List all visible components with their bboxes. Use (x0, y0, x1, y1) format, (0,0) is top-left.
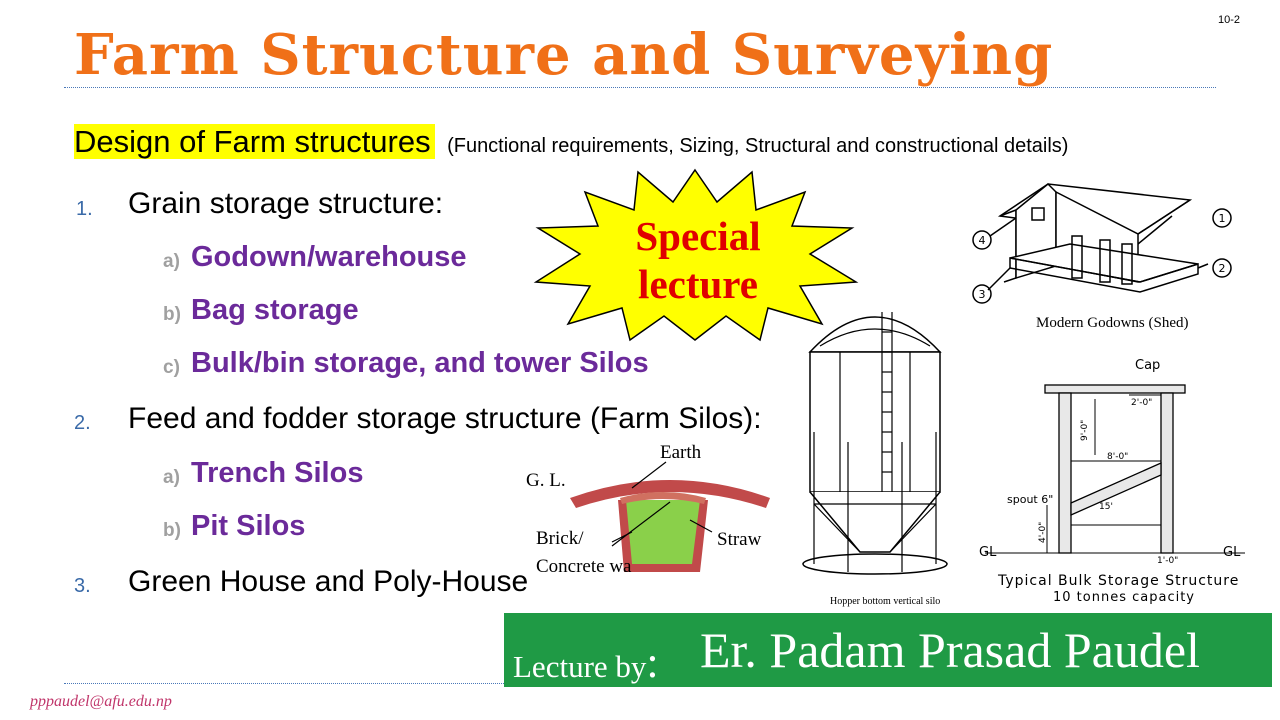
sub-letter: c) (163, 357, 180, 378)
trench-label-earth: Earth (660, 442, 702, 463)
sub-letter: b) (163, 520, 181, 541)
lecturer-banner (504, 613, 1272, 687)
slide-title: Farm Structure and Surveying (74, 22, 1054, 88)
sub-letter: a) (163, 251, 180, 272)
item-text: Green House and Poly-House (128, 565, 529, 598)
trench-label-concrete: Concrete wa (536, 556, 632, 577)
bulk-label-d6: 1'-0" (1157, 556, 1178, 566)
bulk-label-d1: 2'-0" (1131, 398, 1152, 408)
item-number: 1. (76, 198, 93, 220)
author-email: pppaudel@afu.edu.np (30, 693, 172, 710)
bulk-label-d5: 4'-0" (1038, 522, 1048, 543)
sub-item: Trench Silos (191, 457, 364, 489)
sub-item: Bag storage (191, 294, 359, 326)
special-lecture-label: Special lecture (635, 213, 761, 307)
bulk-label-d3: 8'-0" (1107, 452, 1128, 462)
footer-divider (64, 683, 504, 684)
item-text: Feed and fodder storage structure (Farm … (128, 402, 762, 435)
subtitle-note: (Functional requirements, Sizing, Struct… (447, 135, 1069, 157)
bulk-caption-1: Typical Bulk Storage Structure (998, 573, 1240, 589)
bulk-label-d2: 9'-0" (1080, 420, 1090, 441)
bulk-label-gl-right: GL (1223, 545, 1241, 560)
bulk-label-d4: 15' (1099, 502, 1113, 512)
trench-silo-illustration (570, 461, 770, 572)
godown-illustration: 1 2 3 4 (972, 182, 1232, 304)
subtitle-row: Design of Farm structures (Functional re… (74, 124, 1068, 160)
godown-callout: 1 (1219, 212, 1226, 225)
godown-callout: 3 (979, 288, 986, 301)
item-number: 3. (74, 575, 91, 597)
godown-caption: Modern Godowns (Shed) (1036, 315, 1189, 331)
item-text: Grain storage structure: (128, 187, 444, 220)
trench-label-gl: G. L. (526, 470, 566, 491)
hopper-silo-illustration (802, 312, 948, 575)
sub-item: Bulk/bin storage, and tower Silos (191, 347, 649, 379)
bulk-label-gl-left: GL (979, 545, 997, 560)
bulk-label-spout: spout 6" (1007, 493, 1053, 506)
bulk-label-cap: Cap (1135, 358, 1160, 373)
lecture-by-label: Lecture by: (513, 638, 659, 687)
trench-label-brick: Brick/ (536, 528, 584, 549)
sub-item: Pit Silos (191, 510, 306, 542)
sub-letter: b) (163, 304, 181, 325)
page-number: 10-2 (1217, 14, 1240, 26)
bulk-caption-2: 10 tonnes capacity (1053, 590, 1195, 605)
lecturer-name: Er. Padam Prasad Paudel (700, 622, 1200, 678)
trench-label-straw: Straw (717, 529, 762, 550)
godown-callout: 4 (979, 234, 986, 247)
bulk-storage-illustration: Cap 2'-0" 9'-0" 8'-0" spout 6" 15' 4'-0"… (979, 358, 1245, 566)
subtitle-highlight: Design of Farm structures (74, 124, 435, 159)
sub-item: Godown/warehouse (191, 241, 467, 273)
item-number: 2. (74, 412, 91, 434)
special-lecture-starburst (533, 168, 859, 342)
godown-callout: 2 (1219, 262, 1226, 275)
title-divider (64, 87, 1216, 88)
silo-caption: Hopper bottom vertical silo (830, 596, 941, 607)
sub-letter: a) (163, 467, 180, 488)
